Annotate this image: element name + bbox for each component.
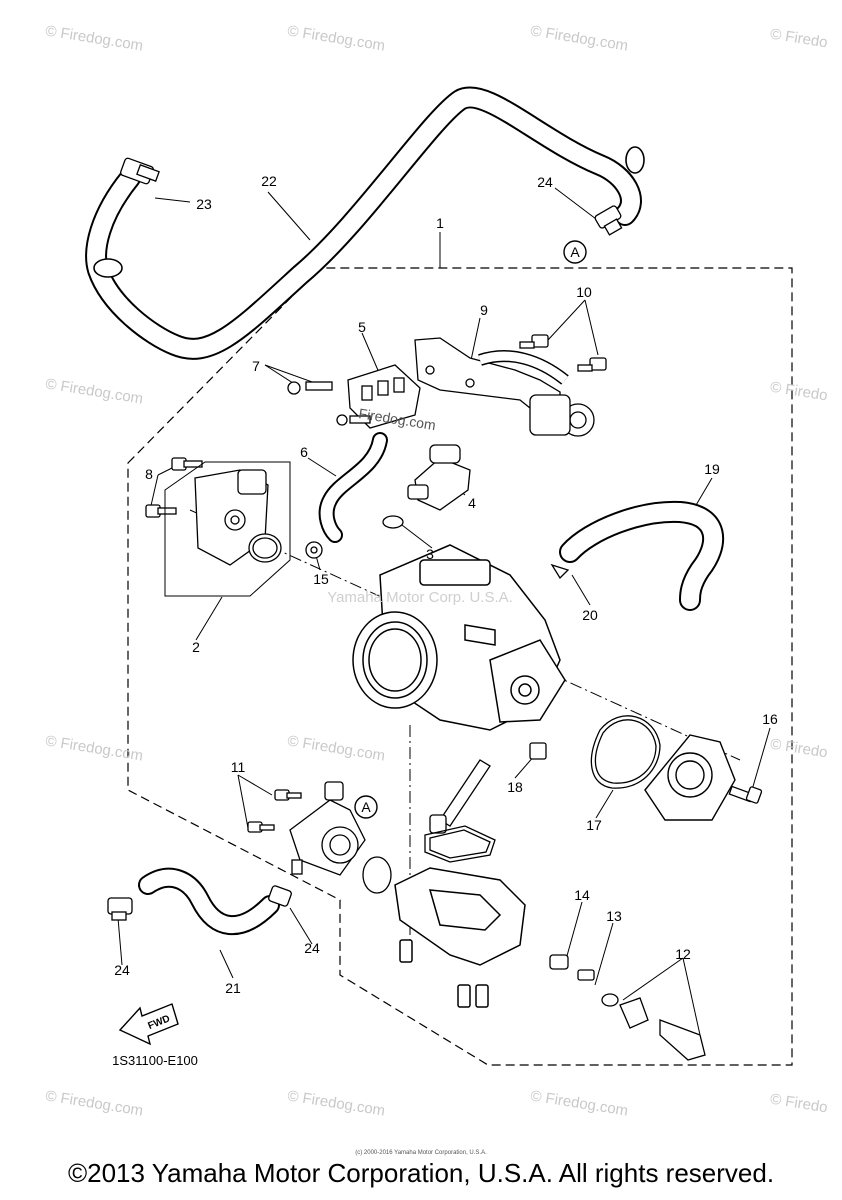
diagram-code: 1S31100-E100 xyxy=(112,1053,198,1068)
center-watermark: Yamaha Motor Corp. U.S.A. xyxy=(327,589,513,606)
callout-11: 11 xyxy=(231,759,246,775)
base-block xyxy=(394,867,526,1008)
callout-18: 18 xyxy=(507,779,523,795)
callout-17: 17 xyxy=(586,817,602,833)
callout-19: 19 xyxy=(704,461,720,477)
callout-15: 15 xyxy=(313,571,329,587)
bolts-10 xyxy=(519,334,607,372)
callout-3: 3 xyxy=(426,546,434,562)
sensor-5 xyxy=(347,364,421,429)
callout-16: 16 xyxy=(762,711,778,727)
callout-20: 20 xyxy=(582,607,598,623)
callout-23: 23 xyxy=(196,196,212,212)
injector-4 xyxy=(407,444,471,511)
fittings-12-14 xyxy=(549,954,706,1061)
callout-14: 14 xyxy=(574,887,590,903)
callout-7: 7 xyxy=(252,358,260,374)
fwd-arrow: FWD xyxy=(118,1003,179,1046)
callout-8: 8 xyxy=(145,466,153,482)
screw-16 xyxy=(728,785,763,804)
sensor-2 xyxy=(164,461,291,597)
callout-12: 12 xyxy=(675,946,691,962)
svg-text:A: A xyxy=(570,244,580,260)
callout-10: 10 xyxy=(576,284,592,300)
throttle-body-1 xyxy=(352,544,566,731)
callout-9: 9 xyxy=(480,302,488,318)
clamp-23 xyxy=(120,157,160,185)
callout-2: 2 xyxy=(192,639,200,655)
joint-11 xyxy=(247,781,366,876)
callout-21: 21 xyxy=(225,980,241,996)
callout-24-right: 24 xyxy=(304,940,320,956)
clip-20 xyxy=(550,563,570,580)
nut-18 xyxy=(529,742,547,760)
fuel-rail-9 xyxy=(414,337,595,437)
fine-print: (c) 2000-2016 Yamaha Motor Corporation, … xyxy=(355,1150,487,1156)
callout-4: 4 xyxy=(468,495,476,511)
clamps-24-lower xyxy=(107,885,292,921)
callout-24-top: 24 xyxy=(537,174,553,190)
reference-marker-a-bottom: A xyxy=(354,795,378,819)
hose-6 xyxy=(318,432,388,543)
callout-5: 5 xyxy=(358,319,366,335)
hose-19 xyxy=(559,500,724,611)
nut-15 xyxy=(305,541,323,559)
hose-22 xyxy=(85,86,645,360)
callout-1: 1 xyxy=(436,215,444,231)
copyright-footer: ©2013 Yamaha Motor Corporation, U.S.A. A… xyxy=(67,1158,775,1188)
reference-marker-a-top: A xyxy=(563,240,587,264)
callout-6: 6 xyxy=(300,444,308,460)
bolts-8 xyxy=(145,457,203,518)
oring-small xyxy=(362,856,392,894)
assembly-boundary xyxy=(127,267,793,1066)
cover-plate xyxy=(644,734,736,821)
gasket-17 xyxy=(590,715,661,789)
callout-24-left: 24 xyxy=(114,962,130,978)
screws-7 xyxy=(287,381,371,426)
ring-3 xyxy=(382,515,404,529)
hose-21 xyxy=(138,867,280,936)
callout-13: 13 xyxy=(606,908,622,924)
svg-text:A: A xyxy=(361,799,371,815)
long-bolt xyxy=(429,759,491,834)
callout-22: 22 xyxy=(261,173,277,189)
clamp-24-top xyxy=(594,205,623,236)
gasket-base xyxy=(424,825,496,863)
